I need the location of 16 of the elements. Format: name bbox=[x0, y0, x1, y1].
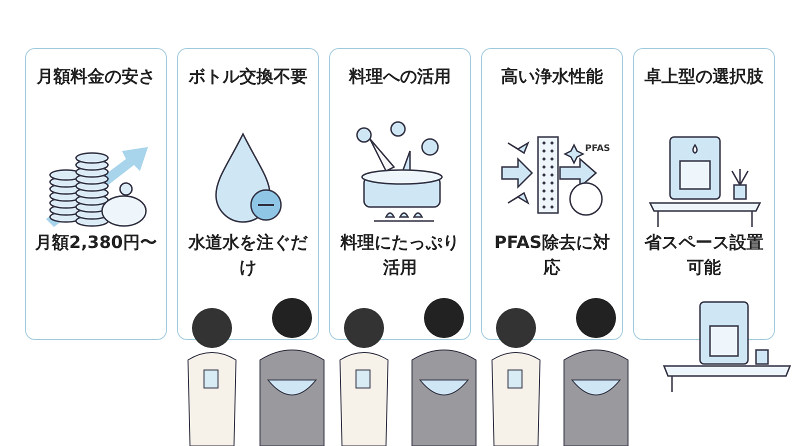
card-heading: 卓上型の選択肢 bbox=[644, 66, 764, 89]
icon-label: PFAS bbox=[585, 144, 610, 154]
feature-card bbox=[177, 48, 319, 340]
feature-card bbox=[329, 48, 471, 340]
card-heading: 料理への活用 bbox=[348, 66, 452, 89]
feature-card bbox=[633, 48, 775, 340]
card-heading: ボトル交換不要 bbox=[188, 66, 308, 89]
feature-card bbox=[25, 48, 167, 340]
card-heading: 高い浄水性能 bbox=[500, 66, 604, 89]
card-text: 省スペース設置可能 bbox=[644, 232, 764, 280]
card-text: PFAS除去に対応 bbox=[493, 232, 611, 280]
card-text: 料理にたっぷり活用 bbox=[339, 232, 460, 280]
card-text: 水道水を注ぐだけ bbox=[187, 232, 309, 280]
card-heading: 月額料金の安さ bbox=[36, 66, 156, 89]
card-text: 月額2,380円〜 bbox=[34, 232, 158, 255]
feature-card bbox=[481, 48, 623, 340]
